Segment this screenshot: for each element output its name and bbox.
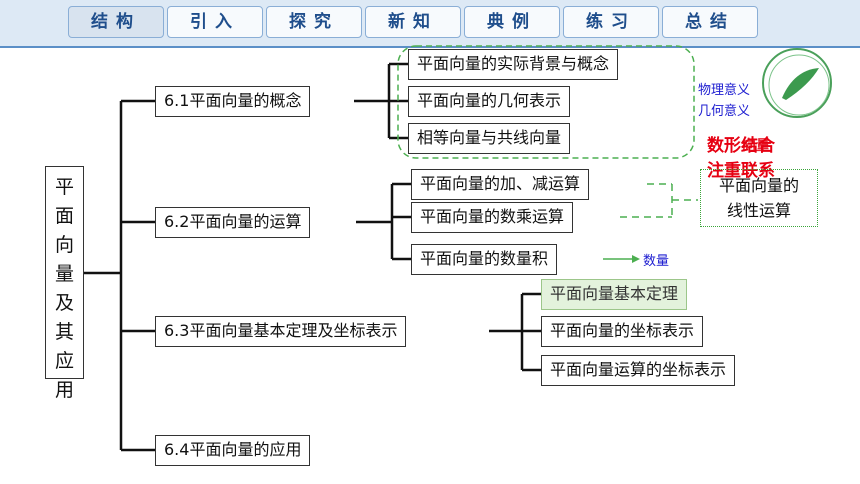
note-emphasize-connection: 注重联系 <box>707 161 775 181</box>
summary-line-1: 平面向量的 <box>718 176 799 195</box>
root-char: 向 <box>54 234 74 256</box>
tab-label: 引入 <box>190 12 240 32</box>
tab-summary[interactable]: 总结 <box>662 6 758 38</box>
tab-exercises[interactable]: 练习 <box>563 6 659 38</box>
item-6-2-dot-product: 平面向量的数量积 <box>411 244 558 275</box>
root-char: 及 <box>54 292 74 314</box>
top-nav-bar: 结构 引入 探究 新知 典例 练习 总结 <box>0 0 860 48</box>
section-6-2: 6.2平面向量的运算 <box>155 207 311 238</box>
tab-exploration[interactable]: 探究 <box>266 6 362 38</box>
note-scalar: 数量 <box>643 254 670 269</box>
item-6-1-geometric: 平面向量的几何表示 <box>408 86 571 117</box>
root-node: 平 面 向 量 及 其 应 用 <box>45 166 84 401</box>
item-6-2-scalar-mult: 平面向量的数乘运算 <box>411 202 574 233</box>
root-char: 应 <box>54 350 74 372</box>
tab-new-knowledge[interactable]: 新知 <box>365 6 461 38</box>
note-combine-shape-number: 数形结合 <box>707 136 775 156</box>
note-geometric-meaning: 几何意义 <box>698 104 751 119</box>
leaf-logo-icon <box>768 54 830 116</box>
school-logo <box>762 48 832 118</box>
section-6-4: 6.4平面向量的应用 <box>155 435 311 466</box>
note-physical-meaning: 物理意义 <box>698 83 751 98</box>
tab-label: 典例 <box>487 12 537 32</box>
tab-label: 探究 <box>289 12 339 32</box>
root-char: 用 <box>54 379 74 401</box>
tab-label: 新知 <box>388 12 438 32</box>
tab-label: 总结 <box>685 12 735 32</box>
root-char: 量 <box>54 263 74 285</box>
summary-linear-operations: 平面向量的 线性运算 <box>700 169 818 227</box>
section-6-1: 6.1平面向量的概念 <box>155 86 311 117</box>
tab-label: 结构 <box>91 12 141 32</box>
root-char: 平 <box>54 176 74 198</box>
root-char: 面 <box>54 205 74 227</box>
item-6-1-background: 平面向量的实际背景与概念 <box>408 49 619 80</box>
item-6-3-coordinate-ops: 平面向量运算的坐标表示 <box>541 355 736 386</box>
summary-line-2: 线性运算 <box>726 201 791 220</box>
item-6-3-coordinates: 平面向量的坐标表示 <box>541 316 704 347</box>
tab-introduction[interactable]: 引入 <box>167 6 263 38</box>
note-overlap-text: 向量 <box>742 138 770 154</box>
item-6-3-basic-theorem: 平面向量基本定理 <box>541 279 688 310</box>
section-6-3: 6.3平面向量基本定理及坐标表示 <box>155 316 407 347</box>
tab-label: 练习 <box>586 12 636 32</box>
root-char: 其 <box>54 321 74 343</box>
tab-structure[interactable]: 结构 <box>68 6 164 38</box>
tab-examples[interactable]: 典例 <box>464 6 560 38</box>
item-6-1-equal-collinear: 相等向量与共线向量 <box>408 123 571 154</box>
item-6-2-add-sub: 平面向量的加、减运算 <box>411 169 590 200</box>
